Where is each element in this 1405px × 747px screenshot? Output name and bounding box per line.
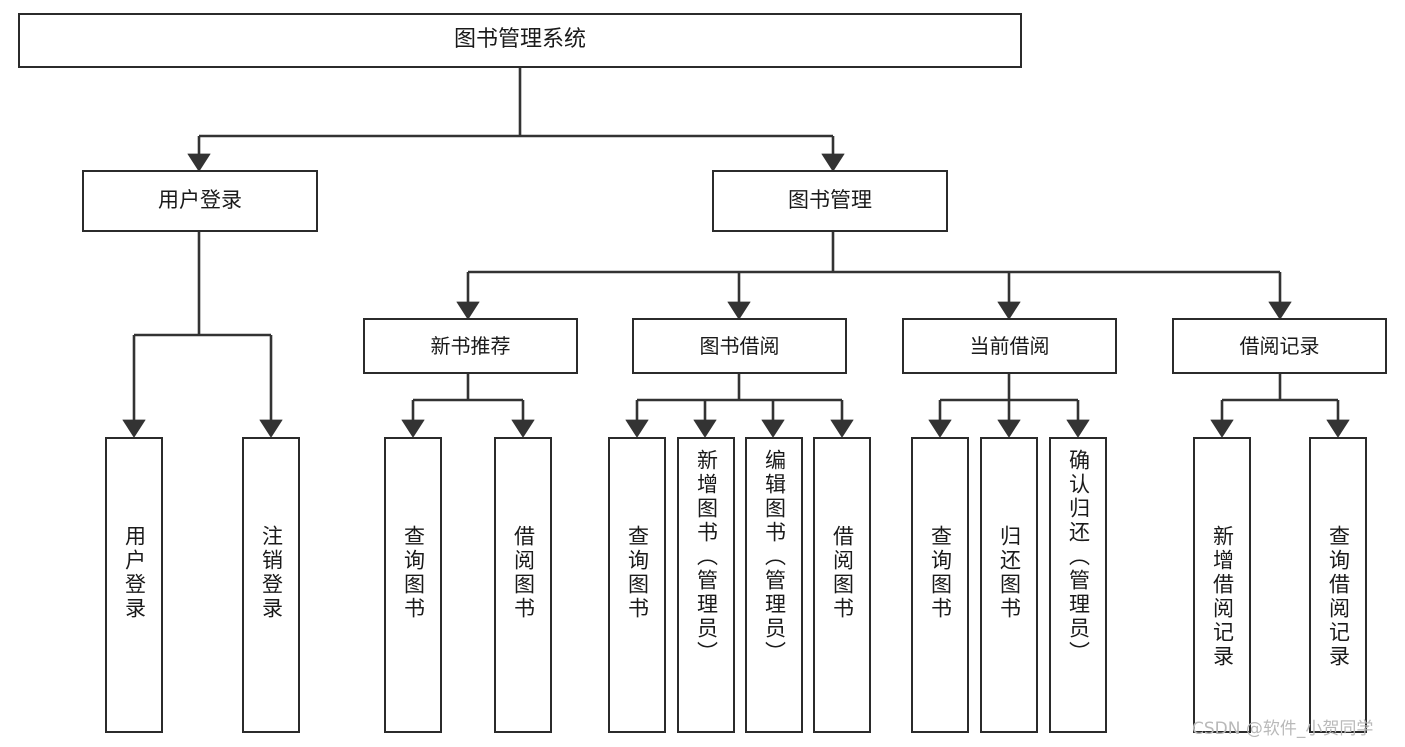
node-borrow-record[interactable]: 借阅记录 xyxy=(1172,318,1387,374)
node-label: 新增借阅记录 xyxy=(1210,525,1235,669)
node-label: 确认归还（管理员） xyxy=(1066,449,1091,665)
node-leaf-borrow-query[interactable]: 查询图书 xyxy=(608,437,666,733)
watermark: CSDN @软件_小贺同学 xyxy=(1192,719,1374,739)
node-label: 注销登录 xyxy=(259,525,284,621)
node-leaf-record-add[interactable]: 新增借阅记录 xyxy=(1193,437,1251,733)
node-label: 当前借阅 xyxy=(969,333,1050,358)
node-label: 借阅图书 xyxy=(830,525,855,621)
node-label: 借阅记录 xyxy=(1239,333,1320,358)
node-leaf-user-login-logout[interactable]: 注销登录 xyxy=(242,437,300,733)
node-label: 查询借阅记录 xyxy=(1326,525,1351,669)
node-leaf-borrow-lend[interactable]: 借阅图书 xyxy=(813,437,871,733)
node-book-borrow[interactable]: 图书借阅 xyxy=(632,318,847,374)
node-label: 图书管理 xyxy=(788,188,872,213)
node-leaf-current-confirm-return[interactable]: 确认归还（管理员） xyxy=(1049,437,1107,733)
node-label: 图书借阅 xyxy=(699,333,780,358)
node-label: 新书推荐 xyxy=(430,333,511,358)
node-leaf-new-book-borrow[interactable]: 借阅图书 xyxy=(494,437,552,733)
node-label: 查询图书 xyxy=(625,525,650,621)
node-label: 用户登录 xyxy=(122,525,147,621)
node-user-login[interactable]: 用户登录 xyxy=(82,170,318,232)
node-label: 新增图书（管理员） xyxy=(694,449,719,665)
node-book-management[interactable]: 图书管理 xyxy=(712,170,948,232)
node-leaf-new-book-query[interactable]: 查询图书 xyxy=(384,437,442,733)
node-leaf-current-query[interactable]: 查询图书 xyxy=(911,437,969,733)
node-leaf-user-login-login[interactable]: 用户登录 xyxy=(105,437,163,733)
node-root-system[interactable]: 图书管理系统 xyxy=(18,13,1022,68)
node-label: 用户登录 xyxy=(158,188,242,213)
node-label: 借阅图书 xyxy=(511,525,536,621)
node-leaf-record-query[interactable]: 查询借阅记录 xyxy=(1309,437,1367,733)
node-leaf-current-return[interactable]: 归还图书 xyxy=(980,437,1038,733)
node-current-borrow[interactable]: 当前借阅 xyxy=(902,318,1117,374)
node-label: 图书管理系统 xyxy=(453,27,586,53)
node-label: 查询图书 xyxy=(928,525,953,621)
node-leaf-borrow-edit[interactable]: 编辑图书（管理员） xyxy=(745,437,803,733)
node-label: 查询图书 xyxy=(401,525,426,621)
node-leaf-borrow-add[interactable]: 新增图书（管理员） xyxy=(677,437,735,733)
node-label: 归还图书 xyxy=(997,525,1022,621)
node-label: 编辑图书（管理员） xyxy=(762,449,787,665)
node-new-book-recommend[interactable]: 新书推荐 xyxy=(363,318,578,374)
